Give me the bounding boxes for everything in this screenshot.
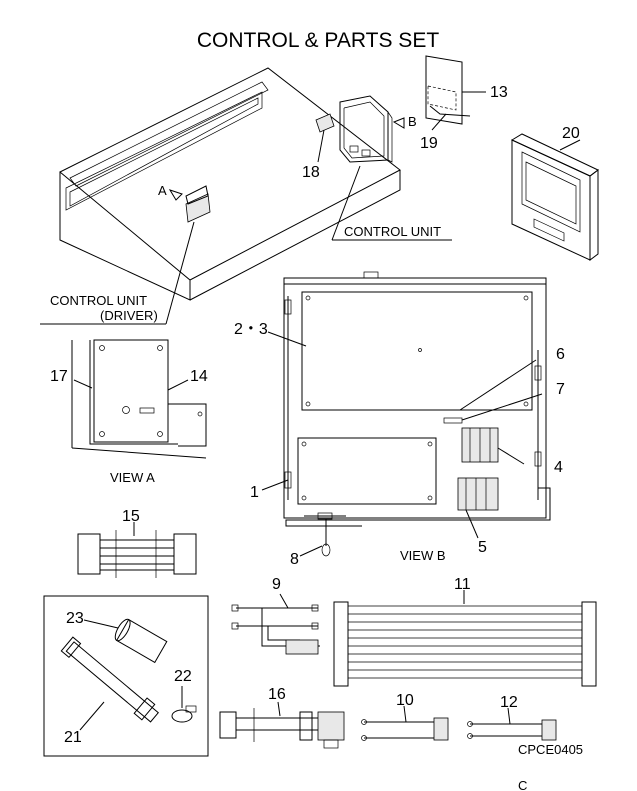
callout-1: 1 <box>250 484 259 501</box>
svg-text:B: B <box>408 114 417 129</box>
callout-19: 19 <box>420 135 438 152</box>
callout-21: 21 <box>64 729 82 746</box>
control-unit-box <box>339 95 393 163</box>
leader-lines <box>73 331 543 557</box>
label-control-unit: CONTROL UNIT <box>344 224 441 239</box>
part-12-harness <box>467 707 557 741</box>
parts-box-21-23 <box>43 595 209 757</box>
part-18-clip <box>315 113 335 163</box>
indoor-unit-housing <box>59 67 401 301</box>
callout-22: 22 <box>174 668 192 685</box>
corner-mark: C <box>518 778 527 791</box>
callouts: 13 19 20 18 2・3 17 14 6 7 4 1 5 8 15 9 1… <box>50 84 580 746</box>
part-16-harness <box>219 701 345 749</box>
callout-14: 14 <box>190 368 208 385</box>
callout-6: 6 <box>556 346 565 363</box>
svg-text:A: A <box>158 183 167 198</box>
part-20-remote <box>510 133 599 261</box>
callout-5: 5 <box>478 539 487 556</box>
callout-13: 13 <box>490 84 508 101</box>
diagram-title: CONTROL & PARTS SET <box>197 29 439 52</box>
callout-17: 17 <box>50 368 68 385</box>
callout-15: 15 <box>122 508 140 525</box>
label-view-b: VIEW B <box>400 548 446 563</box>
label-driver: (DRIVER) <box>100 308 158 323</box>
callout-18: 18 <box>302 164 320 181</box>
callout-11: 11 <box>454 576 471 593</box>
drawing-code: CPCE0405 <box>518 742 583 757</box>
callout-2-3: 2・3 <box>234 321 268 338</box>
callout-7: 7 <box>556 381 565 398</box>
callout-4: 4 <box>554 459 563 476</box>
callout-8: 8 <box>290 551 299 568</box>
callout-9: 9 <box>272 576 281 593</box>
arrow-a: A <box>158 183 183 201</box>
view-b-panel <box>283 271 551 557</box>
callout-16: 16 <box>268 686 286 703</box>
callout-12: 12 <box>500 694 518 711</box>
callout-10: 10 <box>396 692 414 709</box>
label-view-a: VIEW A <box>110 470 155 485</box>
arrow-b: B <box>392 114 417 129</box>
callout-20: 20 <box>562 125 580 142</box>
view-a-panel <box>71 339 207 459</box>
label-control-unit-driver: CONTROL UNIT <box>50 293 147 308</box>
part-10-harness <box>361 705 449 741</box>
part-13-cover <box>425 55 486 131</box>
part-11-harness <box>333 590 597 687</box>
part-15-harness <box>77 522 197 578</box>
callout-23: 23 <box>66 610 84 627</box>
part-9-harness <box>231 593 320 655</box>
driver-bracket <box>185 185 211 223</box>
